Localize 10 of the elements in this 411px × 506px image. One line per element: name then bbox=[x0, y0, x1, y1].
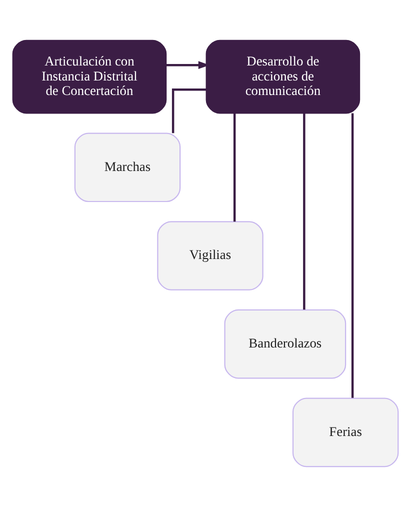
node-box: Desarrollo de acciones de comunicación bbox=[206, 39, 360, 114]
node-box: Ferias bbox=[292, 397, 399, 467]
connector bbox=[172, 88, 206, 133]
connector bbox=[303, 112, 306, 310]
connector bbox=[233, 112, 236, 222]
node-box: Vigilias bbox=[157, 220, 264, 290]
node-box: Marchas bbox=[74, 132, 181, 202]
node-box: Banderolazos bbox=[224, 308, 346, 378]
node-box: Articulación con Instancia Distrital de Concertación bbox=[12, 39, 167, 114]
connector bbox=[351, 112, 354, 398]
